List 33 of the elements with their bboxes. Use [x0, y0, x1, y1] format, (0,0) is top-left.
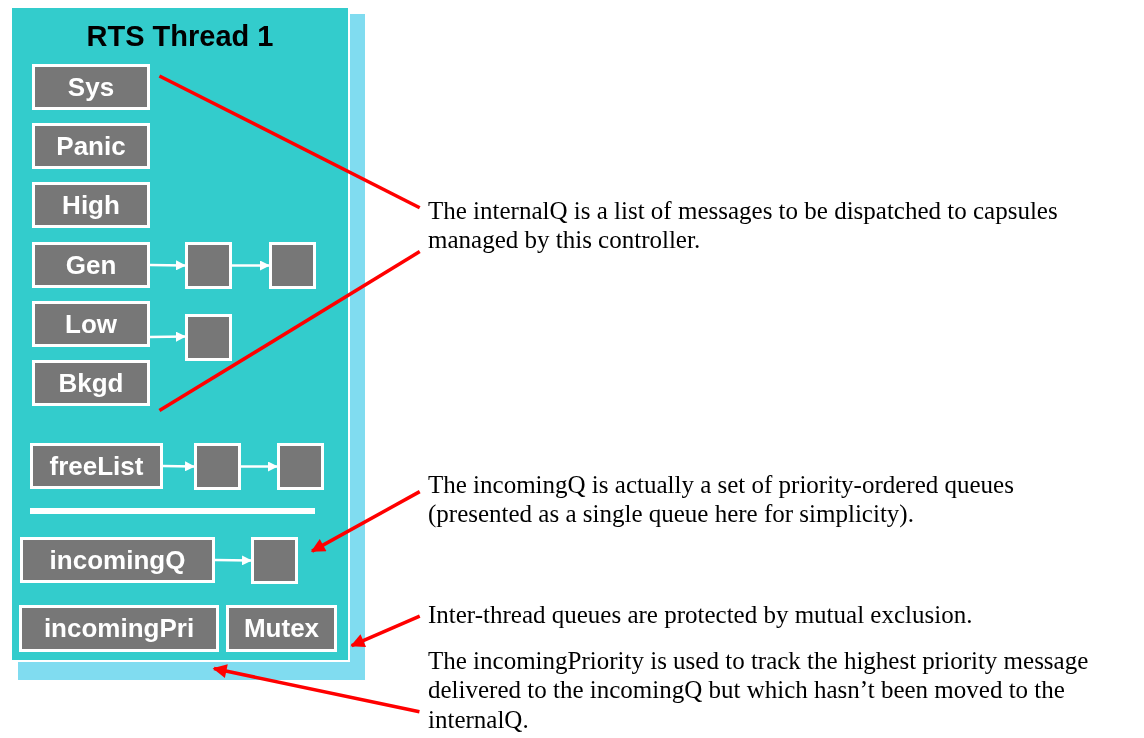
queue-box: Sys: [32, 64, 150, 110]
queue-box: incomingPri: [19, 605, 219, 652]
arrow: [350, 614, 421, 648]
queue-box: incomingQ: [20, 537, 215, 583]
annotation-text: The internalQ is a list of messages to be dispatched to capsules managed by this controller.: [428, 196, 1118, 255]
message-box: [251, 537, 298, 584]
queue-box: freeList: [30, 443, 163, 489]
arrow: [150, 331, 186, 342]
queue-box: Low: [32, 301, 150, 347]
annotation-text: The incomingPriority is used to track the highest priority message delivered to the incomingQ but which hasn’t been moved to the internalQ.: [428, 646, 1142, 734]
message-box: [277, 443, 324, 490]
queue-box: Gen: [32, 242, 150, 288]
arrow: [310, 490, 421, 553]
arrow: [150, 260, 186, 271]
queue-box: Bkgd: [32, 360, 150, 406]
message-box: [269, 242, 316, 289]
arrow: [241, 461, 278, 472]
arrow: [212, 664, 420, 714]
leader-line: [158, 250, 421, 413]
annotation-text: Inter-thread queues are protected by mutual exclusion.: [428, 600, 1118, 630]
arrow: [215, 555, 252, 566]
message-box: [185, 314, 232, 361]
queue-box: Mutex: [226, 605, 337, 652]
message-box: [185, 242, 232, 289]
queue-box: High: [32, 182, 150, 228]
arrow: [232, 260, 270, 271]
thread-panel: [10, 6, 350, 662]
panel-title: RTS Thread 1: [85, 20, 275, 53]
arrow: [162, 461, 195, 472]
message-box: [194, 443, 241, 490]
annotation-text: The incomingQ is actually a set of priority-ordered queues (presented as a single queue here for simplicity).: [428, 470, 1118, 529]
queue-box: Panic: [32, 123, 150, 169]
leader-line: [158, 74, 421, 210]
